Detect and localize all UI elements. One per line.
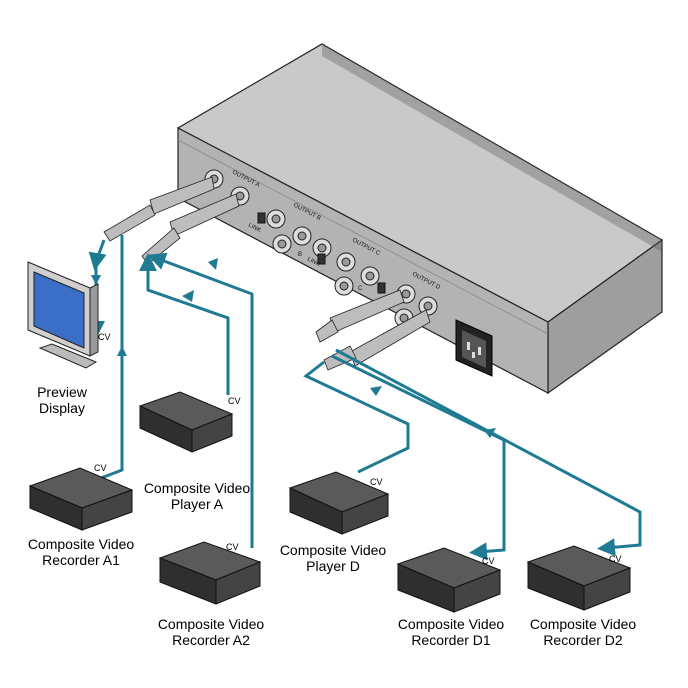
recorder-d2-device (526, 545, 632, 611)
cv-label-player-a: CV (228, 396, 241, 406)
recorder-a2-line2: Recorder A2 (172, 632, 250, 648)
preview-display-monitor (27, 261, 99, 369)
recorder-d1-label: Composite Video Recorder D1 (386, 616, 516, 648)
preview-display-line1: Preview (37, 384, 87, 400)
recorder-a1-line2: Recorder A1 (42, 552, 120, 568)
link-label-1: LINK (247, 222, 262, 234)
recorder-d2-label: Composite Video Recorder D2 (518, 616, 648, 648)
recorder-a2-device (158, 541, 262, 605)
recorder-d1-device (396, 547, 502, 613)
player-a-label: Composite Video Player A (132, 480, 262, 512)
recorder-d2-line2: Recorder D2 (543, 632, 623, 648)
cv-label-recorder-d2: CV (609, 554, 622, 564)
player-d-line2: Player D (306, 558, 360, 574)
recorder-a1-device (28, 467, 134, 531)
cv-label-recorder-a1: CV (94, 463, 107, 473)
cables (87, 235, 642, 561)
recorder-a1-label: Composite Video Recorder A1 (16, 536, 146, 568)
power-inlet (455, 319, 493, 377)
recorder-d1-line1: Composite Video (397, 616, 505, 632)
player-d-line1: Composite Video (279, 542, 387, 558)
cv-label-recorder-d1: CV (482, 556, 495, 566)
recorder-a2-label: Composite Video Recorder A2 (146, 616, 276, 648)
player-a-device (138, 391, 234, 453)
player-a-line1: Composite Video (143, 480, 251, 496)
preview-display-label: Preview Display (22, 384, 102, 416)
link-switches (257, 212, 386, 294)
player-a-line2: Player A (170, 496, 224, 512)
recorder-d1-line2: Recorder D1 (411, 632, 491, 648)
cv-label-player-d: CV (370, 477, 383, 487)
bnc-connectors (204, 169, 438, 328)
input-mark-b: B (298, 252, 302, 258)
cv-label-recorder-a2: CV (226, 542, 239, 552)
player-d-label: Composite Video Player D (268, 542, 398, 574)
flow-arrows (91, 258, 496, 438)
cv-label-preview: CV (98, 332, 111, 342)
link-label-2: LINK (306, 256, 321, 268)
player-d-device (288, 471, 390, 535)
recorder-a1-line1: Composite Video (27, 536, 135, 552)
input-mark-c: C (358, 286, 363, 292)
recorder-d2-line1: Composite Video (529, 616, 637, 632)
bnc-plugs (103, 176, 431, 371)
recorder-a2-line1: Composite Video (157, 616, 265, 632)
preview-display-line2: Display (39, 400, 85, 416)
